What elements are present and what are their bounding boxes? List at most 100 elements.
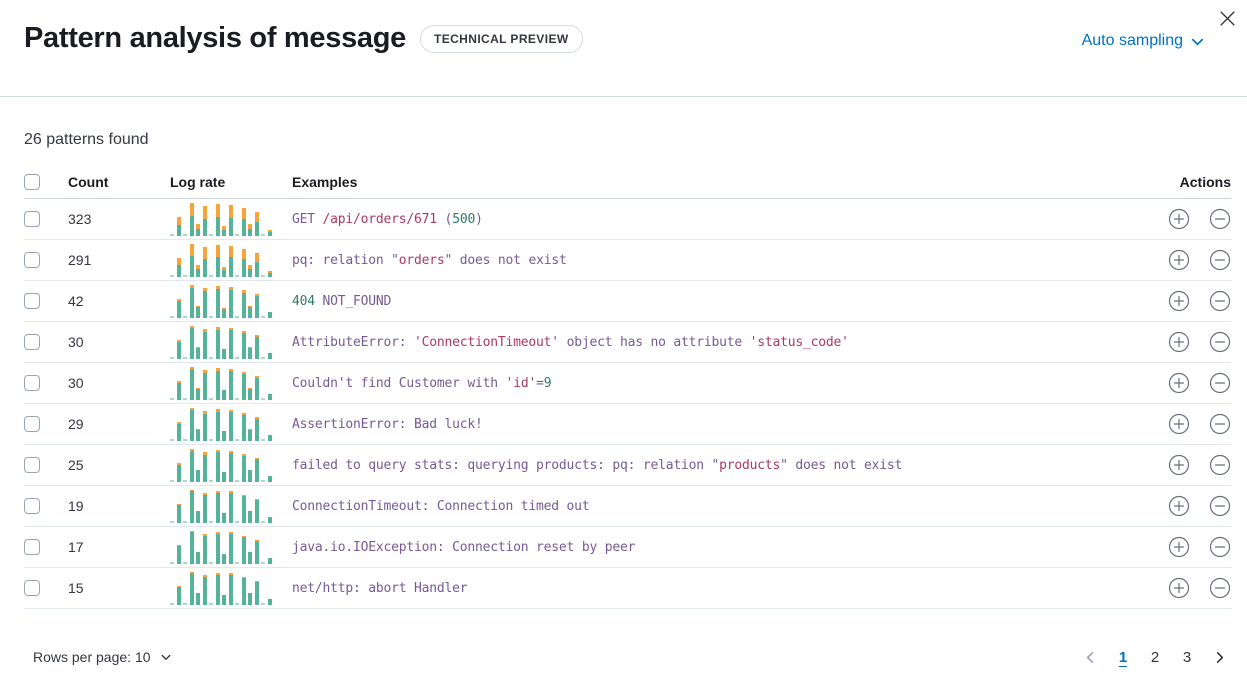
sparkline-bar: [267, 598, 272, 605]
previous-page-button[interactable]: [1079, 650, 1102, 665]
filter-in-pattern-button[interactable]: [1168, 372, 1190, 394]
pattern-count: 25: [68, 457, 84, 473]
filter-out-pattern-button[interactable]: [1209, 413, 1231, 435]
minus-in-circle-icon: [1209, 413, 1231, 435]
sparkline-bar: [222, 553, 226, 564]
sparkline-bar: [170, 316, 174, 318]
sparkline-bar: [241, 371, 246, 400]
minus-in-circle-icon: [1209, 495, 1231, 517]
sparkline-bar: [189, 284, 194, 318]
filter-in-pattern-button[interactable]: [1168, 331, 1190, 353]
sparkline-bar: [261, 562, 265, 564]
filter-in-pattern-button[interactable]: [1168, 495, 1190, 517]
pattern-count: 15: [68, 580, 84, 596]
next-page-button[interactable]: [1208, 650, 1231, 665]
filter-in-pattern-button[interactable]: [1168, 454, 1190, 476]
pattern-example: AttributeError: 'ConnectionTimeout' obje…: [292, 333, 1121, 351]
filter-out-pattern-button[interactable]: [1209, 208, 1231, 230]
row-checkbox[interactable]: [24, 498, 40, 514]
log-rate-sparkline: [170, 530, 274, 564]
row-checkbox[interactable]: [24, 457, 40, 473]
sparkline-bar: [209, 275, 213, 277]
sparkline-bar: [202, 247, 207, 277]
filter-in-pattern-button[interactable]: [1168, 208, 1190, 230]
filter-in-pattern-button[interactable]: [1168, 577, 1190, 599]
row-checkbox[interactable]: [24, 539, 40, 555]
example-token: ): [475, 212, 483, 227]
row-actions: [1121, 208, 1231, 230]
filter-out-pattern-button[interactable]: [1209, 495, 1231, 517]
plus-in-circle-icon: [1168, 413, 1190, 435]
table-row: 15 net/http: abort Handler: [24, 568, 1231, 609]
sparkline-bar: [183, 439, 187, 441]
example-token: products: [719, 458, 781, 473]
sparkline-bar: [183, 562, 187, 564]
sparkline-bar: [183, 480, 187, 482]
filter-out-pattern-button[interactable]: [1209, 290, 1231, 312]
filter-out-pattern-button[interactable]: [1209, 249, 1231, 271]
sparkline-bar: [261, 480, 265, 482]
sparkline-bar: [222, 348, 226, 359]
filter-in-pattern-button[interactable]: [1168, 536, 1190, 558]
filter-out-pattern-button[interactable]: [1209, 577, 1231, 599]
filter-in-pattern-button[interactable]: [1168, 413, 1190, 435]
example-token: id: [513, 376, 529, 391]
sparkline-bar: [215, 409, 220, 441]
page-number-button[interactable]: 3: [1176, 644, 1198, 670]
select-all-checkbox[interactable]: [24, 174, 40, 190]
chevron-down-icon: [160, 651, 172, 663]
sparkline-bar: [176, 504, 181, 523]
page-number-button[interactable]: 2: [1144, 644, 1166, 670]
flyout-body: 26 patterns found Count Log rate Example…: [0, 97, 1247, 609]
example-token: net/http: abort Handler: [292, 581, 468, 596]
sparkline-bar: [176, 299, 181, 318]
sparkline-bar: [183, 357, 187, 359]
row-checkbox-cell: [24, 375, 68, 391]
filter-out-pattern-button[interactable]: [1209, 536, 1231, 558]
log-rate-sparkline: [170, 366, 274, 400]
log-rate-cell: [170, 489, 292, 523]
row-checkbox-cell: [24, 293, 68, 309]
row-checkbox[interactable]: [24, 580, 40, 596]
pattern-example: Couldn't find Customer with 'id'=9: [292, 374, 1121, 392]
sparkline-bar: [235, 275, 239, 277]
row-checkbox[interactable]: [24, 375, 40, 391]
sampling-menu-button[interactable]: Auto sampling: [1082, 32, 1205, 50]
row-checkbox[interactable]: [24, 293, 40, 309]
row-checkbox[interactable]: [24, 416, 40, 432]
row-checkbox[interactable]: [24, 334, 40, 350]
pattern-example: java.io.IOException: Connection reset by…: [292, 538, 1121, 556]
sparkline-bar: [235, 562, 239, 564]
pattern-example-text: AssertionError: Bad luck!: [292, 417, 483, 432]
sparkline-bar: [196, 223, 200, 236]
sparkline-bar: [196, 428, 200, 441]
sparkline-bar: [215, 327, 220, 359]
filter-out-pattern-button[interactable]: [1209, 454, 1231, 476]
filter-in-pattern-button[interactable]: [1168, 249, 1190, 271]
rows-per-page-button[interactable]: Rows per page: 10: [24, 649, 172, 665]
sparkline-bar: [170, 521, 174, 523]
log-rate-sparkline: [170, 325, 274, 359]
row-actions: [1121, 331, 1231, 353]
sparkline-bar: [170, 398, 174, 400]
sparkline-bar: [215, 491, 220, 523]
pattern-count: 17: [68, 539, 84, 555]
sparkline-bar: [183, 316, 187, 318]
row-checkbox[interactable]: [24, 211, 40, 227]
filter-out-pattern-button[interactable]: [1209, 372, 1231, 394]
log-rate-sparkline: [170, 448, 274, 482]
close-flyout-button[interactable]: [1214, 5, 1240, 31]
row-actions: [1121, 454, 1231, 476]
minus-in-circle-icon: [1209, 372, 1231, 394]
example-token: " does not exist: [780, 458, 903, 473]
page-number-button[interactable]: 1: [1112, 644, 1134, 670]
sparkline-bar: [248, 592, 252, 605]
filter-out-pattern-button[interactable]: [1209, 331, 1231, 353]
filter-in-pattern-button[interactable]: [1168, 290, 1190, 312]
sparkline-bar: [189, 489, 194, 523]
row-checkbox[interactable]: [24, 252, 40, 268]
pattern-example: ConnectionTimeout: Connection timed out: [292, 497, 1121, 515]
